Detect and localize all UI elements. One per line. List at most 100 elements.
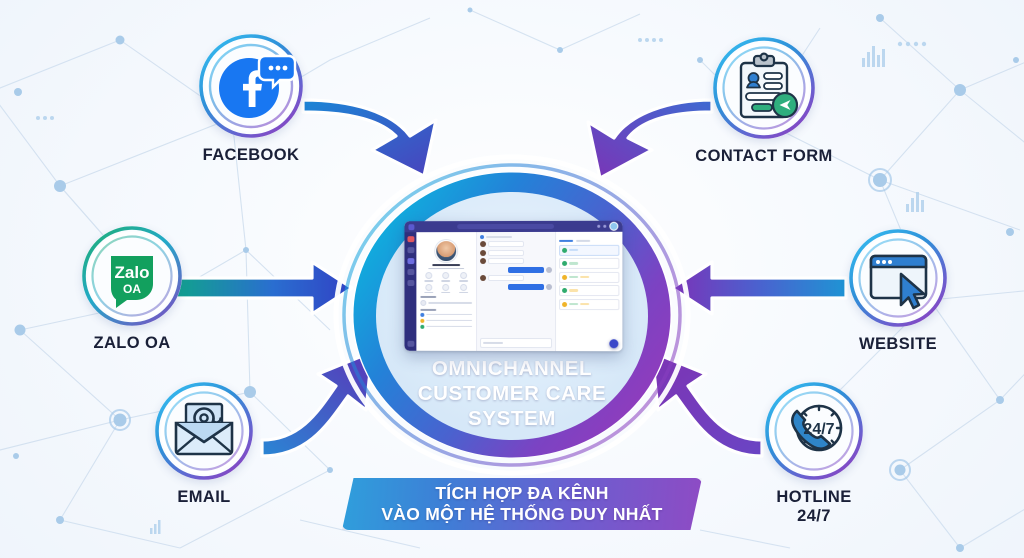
app-logo-icon: [408, 223, 415, 230]
ticket-card[interactable]: [559, 258, 620, 270]
window-maximize-icon[interactable]: [603, 224, 607, 228]
list-item[interactable]: [420, 324, 473, 329]
panel-contact-title: [420, 235, 472, 238]
ticket-status-icon: [562, 247, 568, 253]
note-icon: [425, 283, 433, 291]
sender-avatar: [480, 241, 487, 248]
message-icon: [442, 272, 450, 280]
list-item[interactable]: [420, 299, 473, 306]
ticket-card[interactable]: [559, 285, 620, 297]
agent-avatar: [546, 266, 553, 273]
chat-message-list[interactable]: [480, 240, 553, 336]
channel-node-email[interactable]: EMAIL: [155, 382, 253, 506]
channel-node-facebook[interactable]: FACEBOOK: [199, 34, 303, 164]
message-bubble-own: [508, 266, 545, 273]
section-heading: [420, 296, 437, 298]
user-avatar[interactable]: [609, 221, 619, 231]
contact-name: [432, 263, 461, 267]
hub-title-line-1: OMNICHANNEL: [431, 357, 593, 380]
channel-label-facebook: FACEBOOK: [202, 146, 300, 164]
facebook-icon: [199, 34, 303, 138]
arrow-email-to-hub: [260, 350, 374, 458]
message-bubble-own: [508, 283, 545, 290]
ticket-card[interactable]: [559, 244, 620, 256]
rail-contacts-icon[interactable]: [406, 269, 414, 276]
item-icon: [420, 312, 425, 317]
dashboard-body: [404, 231, 623, 352]
chat-fab-button[interactable]: [609, 339, 619, 349]
tab-closed-tickets[interactable]: [576, 239, 591, 242]
chat-message: [480, 249, 552, 256]
channel-node-zalo-oa[interactable]: Zalo OA ZALO OA: [82, 226, 182, 352]
rail-settings-icon[interactable]: [406, 340, 414, 347]
sender-avatar: [480, 249, 487, 256]
panel-tickets-title: [559, 235, 619, 238]
message-bubble: [488, 249, 525, 256]
more-icon: [460, 283, 468, 291]
panel-contact-profile: [416, 232, 478, 351]
telephone-clock-icon: 24/7: [765, 382, 863, 480]
chat-message-outgoing: [480, 266, 553, 273]
tagline-line-1: TÍCH HỢP ĐA KÊNH: [435, 483, 609, 503]
browser-window-cursor-icon: [849, 229, 947, 327]
ticket-card[interactable]: [559, 298, 620, 310]
dashboard-titlebar: [404, 220, 623, 233]
ticket-card[interactable]: [559, 271, 620, 283]
list-item[interactable]: [420, 312, 473, 317]
rail-dashboard-icon[interactable]: [406, 258, 414, 265]
hub-title-line-2: CUSTOMER CARE: [417, 382, 607, 405]
contact-action[interactable]: [438, 283, 455, 294]
window-minimize-icon[interactable]: [597, 224, 601, 228]
contact-action[interactable]: [455, 272, 472, 282]
rail-reports-icon[interactable]: [406, 280, 414, 286]
channel-label-website: WEBSITE: [859, 335, 937, 353]
list-item[interactable]: [420, 318, 473, 323]
zalo-oa-icon: Zalo OA: [82, 226, 182, 326]
envelope-at-icon: [155, 382, 253, 480]
panel-support-tickets: [556, 231, 623, 352]
contact-action[interactable]: [438, 272, 455, 282]
ticket-status-icon: [562, 288, 568, 294]
item-icon: [420, 324, 425, 329]
tag-icon: [442, 283, 450, 291]
arrow-hotline-to-hub: [650, 350, 764, 458]
dashboard-search-input[interactable]: [457, 223, 555, 230]
contact-action[interactable]: [420, 272, 437, 282]
dashboard-nav-rail[interactable]: [404, 232, 417, 351]
channel-label-hotline-line2: 24/7: [797, 507, 831, 525]
chat-message: [480, 257, 552, 265]
arrow-facebook-to-hub: [301, 98, 438, 178]
arrow-zalo-to-hub: [174, 260, 354, 316]
tagline-banner: TÍCH HỢP ĐA KÊNH VÀO MỘT HỆ THỐNG DUY NH…: [342, 478, 702, 530]
clipboard-form-icon: [713, 37, 815, 139]
channel-label-zalo-oa: ZALO OA: [93, 334, 171, 352]
contact-action[interactable]: [420, 283, 437, 294]
section-heading: [420, 308, 437, 311]
tab-open-tickets[interactable]: [559, 239, 574, 242]
contact-action-grid: [420, 272, 472, 294]
contact-action[interactable]: [455, 283, 472, 294]
channel-node-contact-form[interactable]: CONTACT FORM: [695, 37, 832, 165]
contact-photo: [435, 240, 458, 263]
chat-bubble-icon: [257, 54, 297, 90]
chat-message-outgoing: [480, 283, 553, 290]
chat-header: [480, 235, 552, 240]
hub-title: OMNICHANNEL CUSTOMER CARE SYSTEM: [330, 356, 694, 431]
rail-chat-icon[interactable]: [406, 247, 414, 254]
rail-activity-icon[interactable]: [406, 236, 414, 243]
message-bubble: [488, 240, 525, 248]
panel-chat-history: [477, 231, 557, 352]
agent-avatar: [546, 283, 553, 290]
sender-avatar: [480, 275, 487, 282]
chat-composer-input[interactable]: [480, 337, 553, 349]
item-icon: [420, 299, 427, 306]
channel-node-hotline[interactable]: 24/7 HOTLINE 24/7: [765, 382, 863, 525]
omnichannel-dashboard-screenshot[interactable]: [404, 220, 623, 352]
chat-icon: [480, 235, 485, 240]
ticket-tabs[interactable]: [559, 239, 619, 242]
channel-node-website[interactable]: WEBSITE: [849, 229, 947, 353]
arrow-website-to-hub: [670, 260, 848, 316]
message-bubble: [488, 274, 525, 282]
ticket-status-icon: [562, 301, 568, 307]
